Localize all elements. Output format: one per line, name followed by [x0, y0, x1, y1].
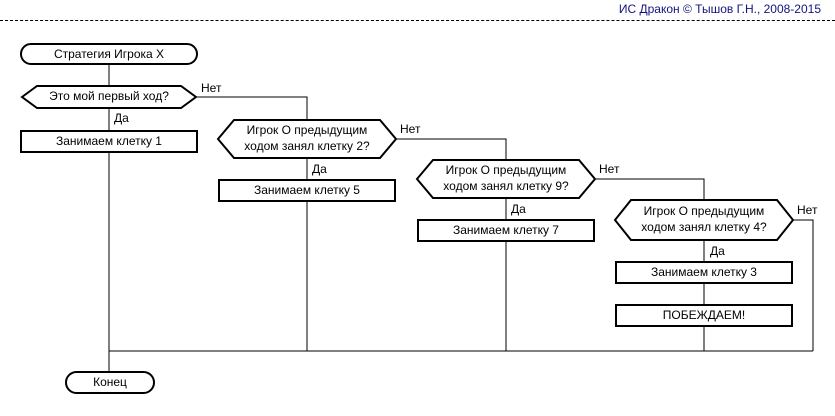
decision-node-4-label: Игрок О предыдущим ходом занял клетку 4? — [641, 204, 767, 234]
branch-label-yes-3: Да — [511, 202, 526, 216]
action-node-win[interactable]: ПОБЕЖДАЕМ! — [615, 304, 793, 327]
decision-node-3-label: Игрок О предыдущим ходом занял клетку 9? — [443, 163, 569, 193]
action-node-take-cell-7[interactable]: Занимаем клетку 7 — [417, 219, 595, 242]
branch-label-no-1: Нет — [201, 81, 222, 95]
action-node-take-cell-1[interactable]: Занимаем клетку 1 — [20, 130, 198, 153]
action-node-take-cell-1-label: Занимаем клетку 1 — [56, 134, 162, 149]
decision-hexagon-shape-4 — [613, 199, 795, 241]
separator-dashed-line — [0, 20, 835, 21]
start-node-label: Стратегия Игрока X — [53, 46, 165, 61]
start-node[interactable]: Стратегия Игрока X — [20, 43, 198, 65]
decision-node-2[interactable]: Игрок О предыдущим ходом занял клетку 2? — [218, 120, 396, 158]
branch-label-yes-1: Да — [114, 111, 129, 125]
action-node-take-cell-3[interactable]: Занимаем клетку 3 — [615, 261, 793, 284]
connector-decision2-no — [396, 138, 507, 160]
decision-hexagon-shape-2 — [216, 119, 398, 159]
end-node-label: Конец — [93, 375, 127, 390]
action-node-win-label: ПОБЕЖДАЕМ! — [662, 308, 746, 323]
branch-label-no-3: Нет — [599, 162, 620, 176]
decision-node-1-label: Это мой первый ход? — [49, 89, 169, 104]
decision-node-3[interactable]: Игрок О предыдущим ходом занял клетку 9? — [417, 160, 595, 198]
decision-hexagon-shape-3 — [415, 159, 597, 199]
decision-hexagon-shape-1 — [20, 85, 198, 109]
decision-node-4[interactable]: Игрок О предыдущим ходом занял клетку 4? — [615, 200, 793, 240]
action-node-take-cell-5[interactable]: Занимаем клетку 5 — [218, 179, 396, 202]
branch-label-no-2: Нет — [400, 122, 421, 136]
branch-label-no-4: Нет — [797, 203, 818, 217]
connector-decision4-no — [793, 219, 814, 351]
decision-node-1[interactable]: Это мой первый ход? — [22, 86, 196, 108]
connector-decision1-no — [196, 96, 308, 120]
action-node-take-cell-5-label: Занимаем клетку 5 — [254, 183, 360, 198]
branch-label-yes-4: Да — [710, 244, 725, 258]
decision-node-2-label: Игрок О предыдущим ходом занял клетку 2? — [244, 123, 370, 153]
branch-label-yes-2: Да — [312, 162, 327, 176]
connector-decision3-no — [595, 178, 705, 200]
action-node-take-cell-3-label: Занимаем клетку 3 — [651, 265, 757, 280]
credit-text: ИС Дракон © Тышов Г.Н., 2008-2015 — [618, 2, 821, 16]
action-node-take-cell-7-label: Занимаем клетку 7 — [453, 223, 559, 238]
end-node[interactable]: Конец — [65, 371, 155, 394]
